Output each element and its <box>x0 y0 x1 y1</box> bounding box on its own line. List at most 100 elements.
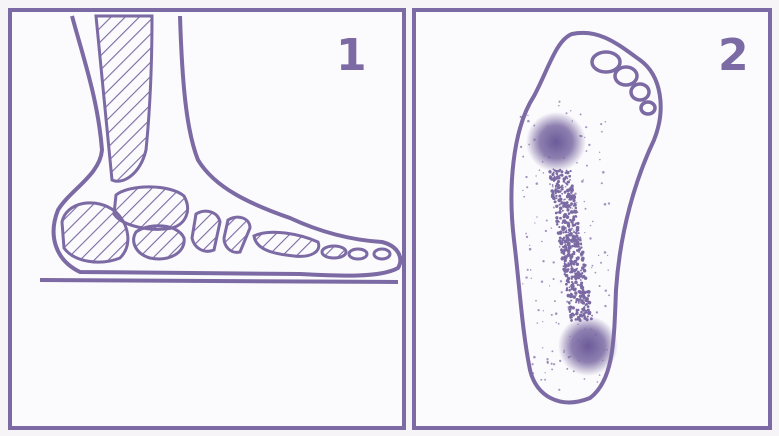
stipple-dot <box>587 316 589 318</box>
stipple-dot <box>567 265 569 267</box>
stipple-dot <box>601 182 603 184</box>
stipple-dot <box>564 269 565 270</box>
stipple-dot <box>581 180 584 183</box>
stipple-dot <box>557 170 560 173</box>
stipple-dot <box>563 350 565 352</box>
stipple-dot <box>607 349 608 350</box>
stipple-dot <box>599 152 600 153</box>
stipple-dot <box>597 381 599 383</box>
stipple-dot <box>527 354 528 355</box>
stipple-dot <box>574 269 576 271</box>
stipple-dot <box>585 296 587 298</box>
stipple-dot <box>562 187 564 189</box>
stipple-dot <box>601 131 603 133</box>
stipple-dot <box>539 169 541 171</box>
stipple-dot <box>575 232 578 235</box>
stipple-dot <box>591 267 592 268</box>
stipple-dot <box>558 211 560 213</box>
stipple-dot <box>556 223 559 226</box>
stipple-dot <box>541 241 543 243</box>
phalanx-bone-1 <box>322 246 346 258</box>
stipple-dot <box>552 184 554 186</box>
stipple-dot <box>551 193 554 196</box>
stipple-dot <box>560 230 563 233</box>
stipple-dot <box>604 305 606 307</box>
stipple-dot <box>530 269 532 271</box>
stipple-dot <box>573 288 577 292</box>
stipple-dot <box>570 202 573 205</box>
stipple-dot <box>553 363 555 365</box>
stipple-dot <box>554 300 556 302</box>
stipple-dot <box>522 283 523 284</box>
stipple-dot <box>536 216 537 217</box>
stipple-dot <box>581 286 584 289</box>
stipple-dot <box>607 269 608 270</box>
stipple-dot <box>554 147 556 149</box>
stipple-dot <box>571 320 572 321</box>
stipple-dot <box>572 218 575 221</box>
stipple-dot <box>555 170 557 172</box>
stipple-dot <box>554 200 557 203</box>
stipple-dot <box>551 363 553 365</box>
stipple-dot <box>560 241 563 244</box>
stipple-dot <box>559 139 560 140</box>
stipple-dot <box>561 257 564 260</box>
stipple-dot <box>575 294 577 296</box>
stipple-dot <box>566 270 569 273</box>
stipple-dot <box>566 201 569 204</box>
stipple-dot <box>563 214 565 216</box>
stipple-dot <box>579 318 581 320</box>
stipple-dot <box>570 186 573 189</box>
heel-pressure-spot <box>558 316 618 376</box>
stipple-dot <box>555 220 559 224</box>
stipple-dot <box>527 269 529 271</box>
stipple-dot <box>542 260 544 262</box>
stipple-dot <box>604 203 607 206</box>
stipple-dot <box>580 243 582 245</box>
stipple-dot <box>605 289 607 291</box>
stipple-dot <box>584 276 587 279</box>
stipple-dot <box>562 249 565 252</box>
stipple-dot <box>566 112 568 114</box>
stipple-dot <box>576 263 579 266</box>
stipple-dot <box>604 251 607 254</box>
stipple-dot <box>569 247 571 249</box>
stipple-dot <box>571 194 574 197</box>
stipple-dot <box>555 192 557 194</box>
stipple-dot <box>558 101 560 103</box>
stipple-dot <box>566 208 569 211</box>
stipple-dot <box>577 236 579 238</box>
stipple-dot <box>560 203 562 205</box>
stipple-dot <box>573 209 575 211</box>
stipple-dot <box>575 211 577 213</box>
stipple-dot <box>573 253 575 255</box>
stipple-dot <box>553 168 555 170</box>
stipple-dot <box>604 349 606 351</box>
stipple-dot <box>587 305 590 308</box>
stipple-dot <box>565 274 569 278</box>
stipple-dot <box>585 304 587 306</box>
stipple-dot <box>576 162 578 164</box>
stipple-dot <box>556 197 558 199</box>
stipple-dot <box>579 314 581 316</box>
stipple-dot <box>569 294 573 298</box>
stipple-dot <box>587 294 590 297</box>
stipple-dot <box>607 255 608 256</box>
stipple-dot <box>547 362 549 364</box>
panel-1-number: 1 <box>336 30 367 81</box>
stipple-dot <box>562 246 564 248</box>
stipple-dot <box>569 179 571 181</box>
stipple-dot <box>574 207 576 209</box>
stipple-dot <box>580 279 582 281</box>
stipple-dot <box>520 146 522 148</box>
stipple-dot <box>564 266 566 268</box>
stipple-dot <box>571 270 573 272</box>
stipple-dot <box>582 288 584 290</box>
stipple-dot <box>570 198 571 199</box>
stipple-dot <box>552 186 554 188</box>
stipple-dot <box>547 125 548 126</box>
stipple-dot <box>549 183 551 185</box>
stipple-dot <box>582 267 584 269</box>
